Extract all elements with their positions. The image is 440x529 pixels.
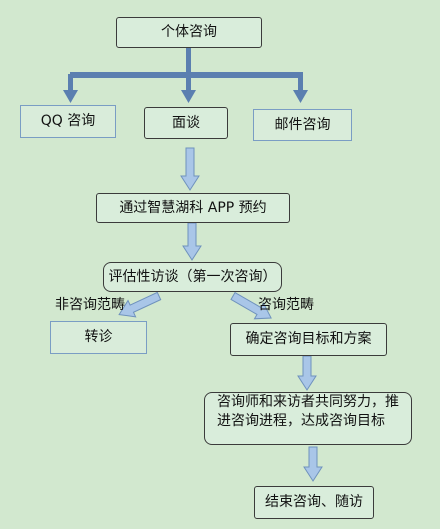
branch-right-arrowhead <box>293 90 308 103</box>
node-face-to-face: 面谈 <box>144 107 228 139</box>
node-qq-consulting: QQ 咨询 <box>20 105 116 138</box>
arrow-face-to-app <box>180 147 200 191</box>
branch-right-leg <box>298 74 303 92</box>
node-joint-effort: 咨询师和来访者共同努力，推 进咨询进程，达成咨询目标 <box>204 392 412 445</box>
node-app-booking: 通过智慧湖科 APP 预约 <box>96 193 290 223</box>
node-end-follow-up: 结束咨询、随访 <box>254 486 374 519</box>
arrow-app-to-evaluate <box>182 222 202 261</box>
node-individual-consulting: 个体咨询 <box>116 17 262 48</box>
arrow-goal-to-work <box>297 355 317 391</box>
joint-effort-line-1: 咨询师和来访者共同努力，推 <box>217 394 399 410</box>
branch-mid-leg <box>186 74 191 92</box>
node-referral: 转诊 <box>50 321 147 354</box>
node-evaluation-interview: 评估性访谈（第一次咨询） <box>103 262 282 292</box>
arrow-work-to-end <box>303 446 323 482</box>
node-email-consulting: 邮件咨询 <box>253 109 352 141</box>
joint-effort-line-2: 进咨询进程，达成咨询目标 <box>217 412 385 429</box>
branch-stem <box>186 48 191 74</box>
branch-mid-arrowhead <box>181 90 196 103</box>
branch-left-leg <box>68 74 73 92</box>
arrow-evaluate-to-goal <box>230 291 272 320</box>
label-non-consulting-scope: 非咨询范畴 <box>55 297 125 313</box>
label-consulting-scope: 咨询范畴 <box>258 297 314 313</box>
branch-left-arrowhead <box>63 90 78 103</box>
arrow-evaluate-to-referral <box>118 291 162 318</box>
node-set-goals: 确定咨询目标和方案 <box>230 323 387 356</box>
